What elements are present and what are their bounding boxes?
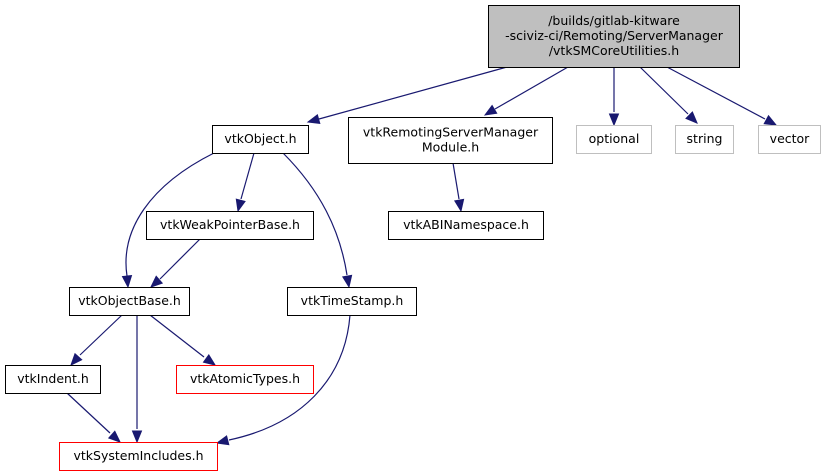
node-vtkAtomicTypes: vtkAtomicTypes.h <box>176 365 314 394</box>
node-box <box>5 365 101 394</box>
node-label: /builds/gitlab-kitware <box>548 13 680 28</box>
node-box <box>176 365 314 394</box>
node-box <box>59 442 218 471</box>
edge-line <box>159 238 201 280</box>
edge-vtkIndent-to-vtkSystemIncludes <box>66 392 121 443</box>
node-root: /builds/gitlab-kitware-sciviz-ci/Remotin… <box>488 5 740 68</box>
node-label: -sciviz-ci/Remoting/ServerManager <box>505 28 724 43</box>
node-label: vector <box>770 131 811 146</box>
arrowhead-icon <box>453 198 465 213</box>
edge-root-to-optional <box>608 67 620 127</box>
node-box <box>348 117 553 164</box>
edge-line <box>228 314 351 441</box>
edge-line <box>494 66 569 110</box>
edge-line <box>240 152 255 200</box>
edge-line <box>452 162 460 200</box>
edge-vtkWeakPointerBase-to-vtkObjectBase <box>150 238 201 288</box>
edge-vtkObject-to-vtkWeakPointerBase <box>235 152 255 213</box>
arrowhead-icon <box>215 435 230 446</box>
node-box <box>146 211 314 240</box>
edge-line <box>79 314 123 356</box>
node-vtkABINamespace[interactable]: vtkABINamespace.h <box>388 211 544 240</box>
edge-vtkObjectBase-to-vtkAtomicTypes <box>149 314 217 366</box>
arrowhead-icon <box>763 114 778 126</box>
edge-vtkObject-to-vtkTimeStamp <box>282 152 353 289</box>
node-optional: optional <box>576 125 652 154</box>
node-vtkWeakPointerBase[interactable]: vtkWeakPointerBase.h <box>146 211 314 240</box>
node-label: vtkTimeStamp.h <box>301 293 404 308</box>
nodes-layer: /builds/gitlab-kitware-sciviz-ci/Remotin… <box>5 5 821 471</box>
edge-root-to-string <box>639 66 698 124</box>
node-label: vtkIndent.h <box>17 371 89 386</box>
node-vtkSystemIncludes: vtkSystemIncludes.h <box>59 442 218 471</box>
node-vtkObject[interactable]: vtkObject.h <box>212 125 309 154</box>
node-label: vtkAtomicTypes.h <box>190 371 300 386</box>
node-vtkObjectBase[interactable]: vtkObjectBase.h <box>69 287 190 316</box>
node-label: vtkABINamespace.h <box>403 217 529 232</box>
edges-layer <box>66 66 778 446</box>
node-box <box>388 211 544 240</box>
node-label: vtkObject.h <box>224 131 296 146</box>
node-label: vtkWeakPointerBase.h <box>160 217 300 232</box>
arrowhead-icon <box>608 113 620 127</box>
edge-line <box>639 66 689 115</box>
edge-line <box>149 314 205 358</box>
edge-vtkObjectBase-to-vtkSystemIncludes <box>131 315 143 444</box>
arrowhead-icon <box>107 430 121 443</box>
arrowhead-icon <box>483 104 498 116</box>
edge-vtkObject-to-vtkObjectBase <box>121 152 215 289</box>
edge-line <box>125 152 215 277</box>
arrowhead-icon <box>235 198 246 213</box>
node-vector: vector <box>758 125 821 154</box>
edge-vtkRemotingServerManagerModule-to-vtkABINamespace <box>452 162 465 213</box>
node-label: optional <box>589 131 640 146</box>
node-label: vtkRemotingServerManager <box>363 125 539 140</box>
edge-vtkTimeStamp-to-vtkSystemIncludes <box>215 314 351 446</box>
node-box <box>758 125 821 154</box>
arrowhead-icon <box>121 275 133 289</box>
node-vtkTimeStamp[interactable]: vtkTimeStamp.h <box>287 287 417 316</box>
edge-line <box>282 152 348 276</box>
node-box <box>212 125 309 154</box>
node-label: vtkObjectBase.h <box>78 293 181 308</box>
node-box <box>576 125 652 154</box>
node-label: string <box>687 131 723 146</box>
edge-line <box>318 66 508 120</box>
edge-root-to-vtkObject <box>306 66 508 124</box>
node-vtkIndent[interactable]: vtkIndent.h <box>5 365 101 394</box>
node-label: vtkSystemIncludes.h <box>73 448 203 463</box>
node-box <box>488 5 740 68</box>
edge-vtkObjectBase-to-vtkIndent <box>70 314 123 366</box>
arrowhead-icon <box>70 352 83 366</box>
node-box <box>69 287 190 316</box>
arrowhead-icon <box>131 430 143 444</box>
node-label: Module.h <box>422 140 479 155</box>
arrowhead-icon <box>306 113 321 124</box>
arrowhead-icon <box>685 111 698 124</box>
node-string: string <box>675 125 734 154</box>
arrowhead-icon <box>150 275 164 288</box>
arrowhead-icon <box>341 274 353 289</box>
node-label: /vtkSMCoreUtilities.h <box>549 43 679 58</box>
edge-line <box>66 392 111 434</box>
node-box <box>675 125 734 154</box>
edge-line <box>666 66 766 120</box>
edge-root-to-vector <box>666 66 778 126</box>
edge-root-to-vtkRemotingServerManagerModule <box>483 66 569 116</box>
arrowhead-icon <box>202 354 217 366</box>
node-box <box>287 287 417 316</box>
